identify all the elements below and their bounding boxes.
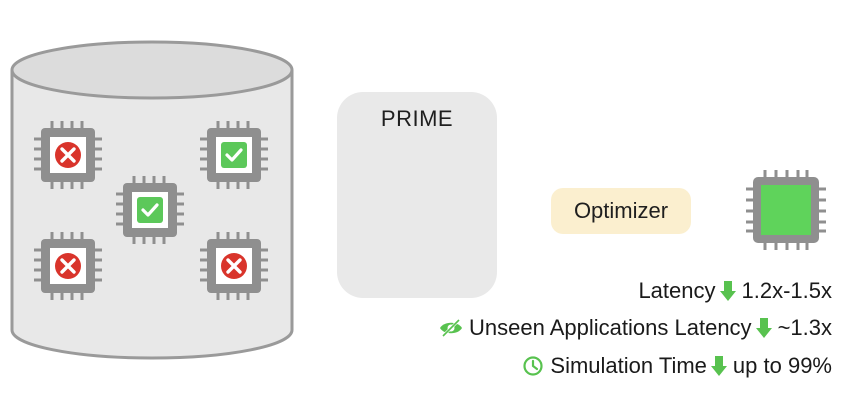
metric-unseen-latency: Unseen Applications Latency ~1.3x bbox=[439, 313, 832, 343]
optimized-chip-icon bbox=[746, 170, 826, 250]
arrow-down-icon bbox=[719, 280, 736, 302]
metric-value: 1.2x-1.5x bbox=[741, 278, 833, 303]
checkmark-icon bbox=[137, 197, 163, 223]
clock-icon bbox=[522, 355, 544, 377]
metric-label: Unseen Applications Latency bbox=[469, 315, 752, 340]
chip-rejected bbox=[34, 121, 102, 189]
prime-title: PRIME bbox=[380, 106, 454, 131]
metric-simulation-time: Simulation Time up to 99% bbox=[522, 351, 832, 381]
metric-value: ~1.3x bbox=[777, 315, 832, 340]
checkmark-icon bbox=[221, 142, 247, 168]
chip-accepted bbox=[116, 176, 184, 244]
metric-label: Simulation Time bbox=[550, 353, 707, 378]
cross-icon bbox=[221, 253, 247, 279]
prime-model-box: PRIME bbox=[337, 92, 497, 298]
chip-rejected bbox=[200, 232, 268, 300]
cross-icon bbox=[55, 142, 81, 168]
metric-label: Latency bbox=[638, 278, 716, 303]
metric-value: up to 99% bbox=[732, 353, 832, 378]
cross-icon bbox=[55, 253, 81, 279]
chip-accepted bbox=[200, 121, 268, 189]
eye-off-icon bbox=[439, 318, 463, 338]
optimizer-label: Optimizer bbox=[551, 188, 691, 234]
arrow-down-icon bbox=[755, 317, 772, 339]
chip-rejected bbox=[34, 232, 102, 300]
metric-latency: Latency 1.2x-1.5x bbox=[638, 276, 832, 306]
arrow-down-icon bbox=[710, 355, 727, 377]
